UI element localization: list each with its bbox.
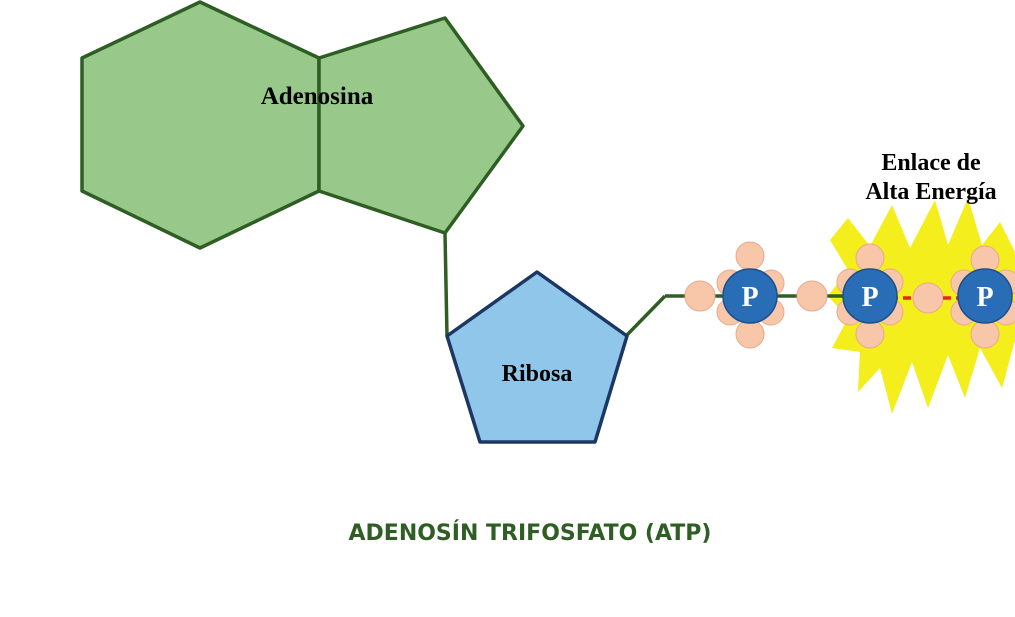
oxygen-atom xyxy=(684,280,716,312)
phosphate-label: P xyxy=(861,282,878,313)
adenosine-ribose-bond xyxy=(443,232,449,337)
phosphate-group: P xyxy=(722,268,778,324)
adenosine-label: Adenosina xyxy=(261,83,374,110)
phosphate-atom xyxy=(957,268,1013,324)
phosphate-atom xyxy=(842,268,898,324)
ribose-label: Ribosa xyxy=(502,361,573,387)
ribose-pentagon xyxy=(445,270,629,444)
high-energy-bond-label-line2: Alta Energía xyxy=(865,179,996,205)
diagram-caption: ADENOSÍN TRIFOSFATO (ATP) xyxy=(349,520,712,546)
adenosine-hexagon xyxy=(80,0,321,250)
oxygen-atom xyxy=(796,280,828,312)
high-energy-bond-label-line1: Enlace de xyxy=(881,150,981,176)
oxygen-atom xyxy=(735,241,765,271)
phosphate-label: P xyxy=(741,282,758,313)
phosphate-group: P xyxy=(957,268,1013,324)
oxygen-atom xyxy=(855,319,885,349)
ribose-phosphate-bond xyxy=(624,294,667,338)
phosphate-label: P xyxy=(976,282,993,313)
oxygen-atom xyxy=(855,243,885,273)
phosphate-group: P xyxy=(842,268,898,324)
oxygen-atom xyxy=(912,282,944,314)
oxygen-atom xyxy=(735,319,765,349)
adenosine-pentagon xyxy=(317,16,525,235)
oxygen-atom xyxy=(970,319,1000,349)
phosphate-atom xyxy=(722,268,778,324)
